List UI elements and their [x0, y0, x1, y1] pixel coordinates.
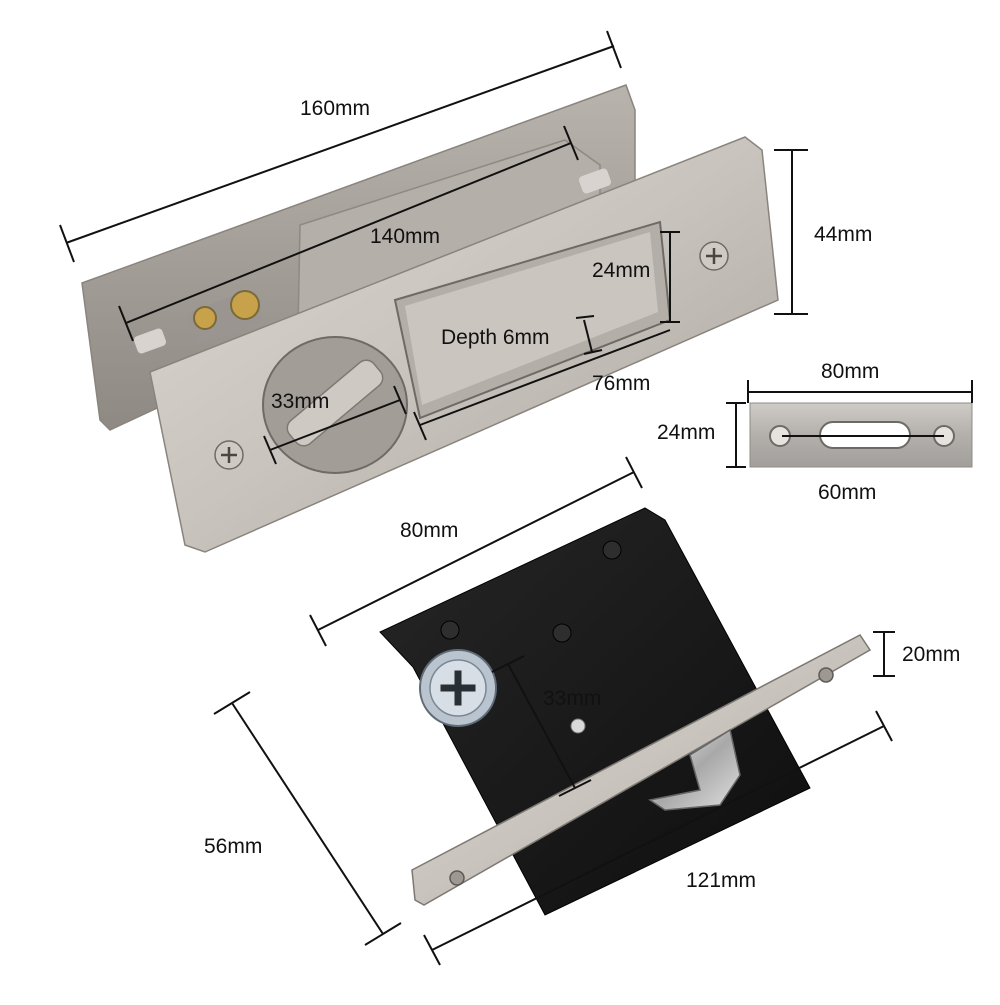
label-pull-depth: Depth 6mm [441, 326, 550, 349]
label-strike-height: 24mm [657, 421, 716, 444]
dimension-lines [59, 30, 973, 966]
hook-bolt [648, 728, 741, 811]
lock-case [379, 507, 811, 916]
label-inner-length: 140mm [370, 225, 441, 248]
flush-pull-assembly [81, 84, 779, 553]
label-body-length: 80mm [400, 519, 459, 542]
plate-screws [214, 241, 729, 470]
faceplate [411, 634, 872, 906]
label-body-height: 56mm [204, 835, 263, 858]
thumb-turn-bar [286, 359, 384, 447]
label-strike-length: 80mm [821, 360, 880, 383]
finger-pull-floor [405, 232, 658, 405]
label-faceplate-width: 20mm [902, 643, 961, 666]
label-pull-height: 24mm [592, 259, 651, 282]
case-rivets [440, 540, 622, 643]
label-plate-height: 44mm [814, 223, 873, 246]
label-overall-length: 160mm [300, 97, 371, 120]
mortise-lock-body [379, 507, 872, 916]
label-backset: 33mm [543, 687, 602, 710]
label-faceplate-length: 121mm [686, 869, 757, 892]
label-strike-hole-spacing: 60mm [818, 481, 877, 504]
mechanism-parts [133, 168, 612, 354]
label-turn-diameter: 33mm [271, 390, 330, 413]
label-pull-length: 76mm [592, 372, 651, 395]
